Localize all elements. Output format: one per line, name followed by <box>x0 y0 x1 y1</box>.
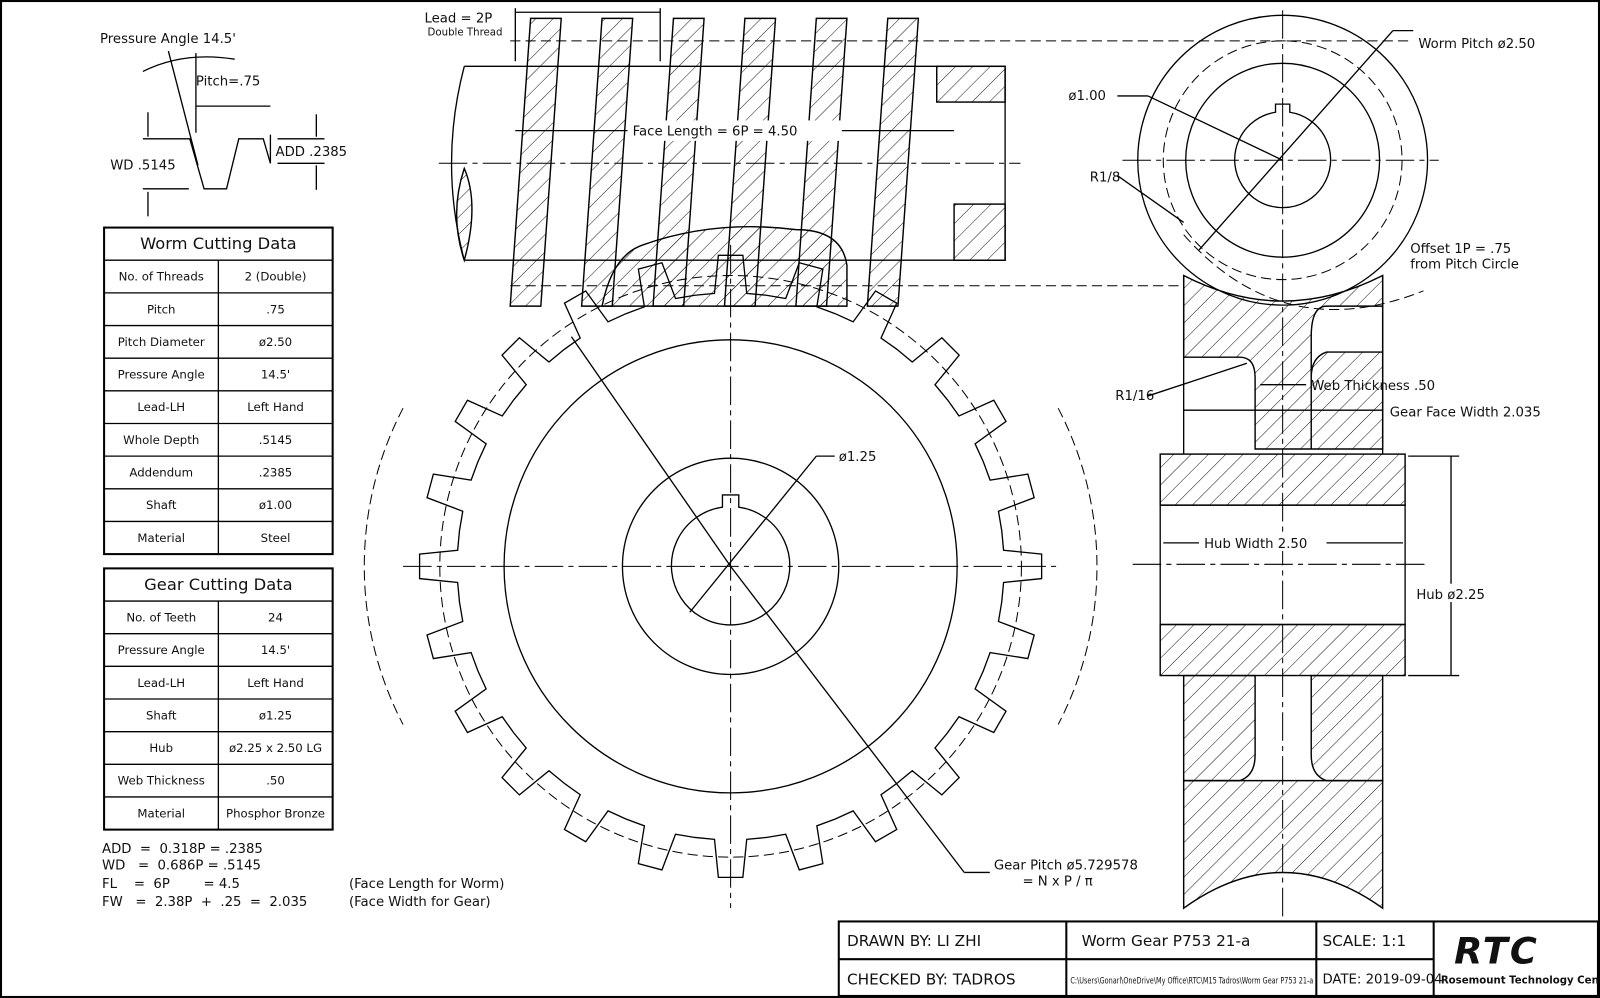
table-title: Worm Cutting Data <box>140 234 297 253</box>
file-path: C:\Users\Gonarl\OneDrive\My Office\RTC\M… <box>1070 977 1313 987</box>
table-row-value: 14.5' <box>261 643 290 657</box>
gear-face-width-label: Gear Face Width 2.035 <box>1390 405 1541 420</box>
table-row-value: ø1.25 <box>259 708 292 722</box>
table-row-label: Whole Depth <box>123 433 199 447</box>
formula-fw: FW = 2.38P + .25 = 2.035 <box>102 895 307 910</box>
scale: SCALE: 1:1 <box>1322 932 1406 950</box>
formula-wd: WD = 0.686P = .5145 <box>102 858 261 873</box>
table-row-value: Phosphor Bronze <box>226 806 325 820</box>
table-row-label: Lead-LH <box>137 400 185 414</box>
add-label: ADD .2385 <box>276 145 348 160</box>
table-row-label: Pressure Angle <box>118 368 205 382</box>
table-row-label: Material <box>137 531 185 545</box>
table-row-label: Lead-LH <box>137 676 185 690</box>
rtc-logo: RTC <box>1454 929 1539 972</box>
table-row-label: Pressure Angle <box>118 643 205 657</box>
table-row-label: Shaft <box>146 708 177 722</box>
checked-by: CHECKED BY: TADROS <box>847 971 1016 989</box>
r18-label: R1/8 <box>1090 171 1121 186</box>
double-thread-label: Double Thread <box>428 28 503 39</box>
worm-thread <box>866 17 920 307</box>
table-row-label: Material <box>137 806 185 820</box>
table-row-label: Pitch Diameter <box>118 335 205 349</box>
table-row-value: ø2.25 x 2.50 LG <box>229 741 322 755</box>
hub-diameter-label: Hub ø2.25 <box>1416 588 1485 603</box>
table-row-label: Pitch <box>147 302 176 316</box>
company-name: Rosemount Technology Centre <box>1441 976 1600 987</box>
gear-pitch-formula: = N x P / π <box>1022 875 1092 890</box>
table-row-value: Left Hand <box>247 400 304 414</box>
worm-thread <box>509 17 562 307</box>
table-row-label: Hub <box>149 741 173 755</box>
formula-note-fl: (Face Length for Worm) <box>349 877 504 892</box>
table-row-value: 14.5' <box>261 368 290 382</box>
hub-width-label: Hub Width 2.50 <box>1204 537 1307 552</box>
table-row-label: No. of Teeth <box>126 610 196 624</box>
lead-label: Lead = 2P <box>424 11 492 26</box>
formula-fl: FL = 6P = 4.5 <box>102 877 240 892</box>
table-row-value: .5145 <box>259 433 293 447</box>
table-row-label: No. of Threads <box>119 270 204 284</box>
table-row-label: Addendum <box>129 466 193 480</box>
web-thickness-label: Web Thickness .50 <box>1311 379 1435 394</box>
offset-label-2: from Pitch Circle <box>1410 257 1519 272</box>
gear-front-view: ø1.25 Gear Pitch ø5.729578 = N x P / π <box>363 244 1138 909</box>
formula-note-fw: (Face Width for Gear) <box>349 895 491 910</box>
table-title: Gear Cutting Data <box>144 575 292 594</box>
date: DATE: 2019-09-04 <box>1322 973 1442 988</box>
wd-label: WD .5145 <box>110 158 175 173</box>
title-block: DRAWN BY: LI ZHI CHECKED BY: TADROS Worm… <box>837 920 1600 997</box>
table-row-value: 24 <box>268 610 283 624</box>
face-length-label: Face Length = 6P = 4.50 <box>633 125 798 140</box>
r116-label: R1/16 <box>1115 389 1154 404</box>
table-row-value: ø1.00 <box>259 498 292 512</box>
worm-side-view: Lead = 2P Double Thread Face Length = 6P… <box>424 8 1409 307</box>
formulas: ADD = 0.318P = .2385 WD = 0.686P = .5145… <box>102 842 504 910</box>
gear-section-view: Worm Pitch ø2.50 ø1.00 R1/8 Offset 1P = … <box>1068 10 1541 919</box>
table-row-label: Web Thickness <box>118 774 205 788</box>
gear-pitch-label: Gear Pitch ø5.729578 <box>994 858 1138 873</box>
table-row-value: Steel <box>261 531 291 545</box>
table-row-value: 2 (Double) <box>245 270 307 284</box>
tooth-profile-detail: Pressure Angle 14.5' Pitch=.75 WD .5145 … <box>100 32 348 217</box>
table-row-value: ø2.50 <box>259 335 292 349</box>
drawn-by: DRAWN BY: LI ZHI <box>847 932 981 950</box>
formula-add: ADD = 0.318P = .2385 <box>102 842 263 857</box>
shaft-diameter-label: ø1.25 <box>839 450 877 465</box>
table-row-value: Left Hand <box>247 676 304 690</box>
offset-label: Offset 1P = .75 <box>1410 242 1511 257</box>
worm-pitch-label: Worm Pitch ø2.50 <box>1418 37 1535 52</box>
table-row-value: .2385 <box>259 466 293 480</box>
table-row-value: .75 <box>266 302 285 316</box>
pitch-label: Pitch=.75 <box>196 75 260 90</box>
table-row-value: .50 <box>266 774 285 788</box>
worm-shaft-diameter-label: ø1.00 <box>1068 89 1106 104</box>
pressure-angle-label: Pressure Angle 14.5' <box>100 32 236 47</box>
drawing-title: Worm Gear P753 21-a <box>1082 932 1251 950</box>
table-row-label: Shaft <box>146 498 177 512</box>
